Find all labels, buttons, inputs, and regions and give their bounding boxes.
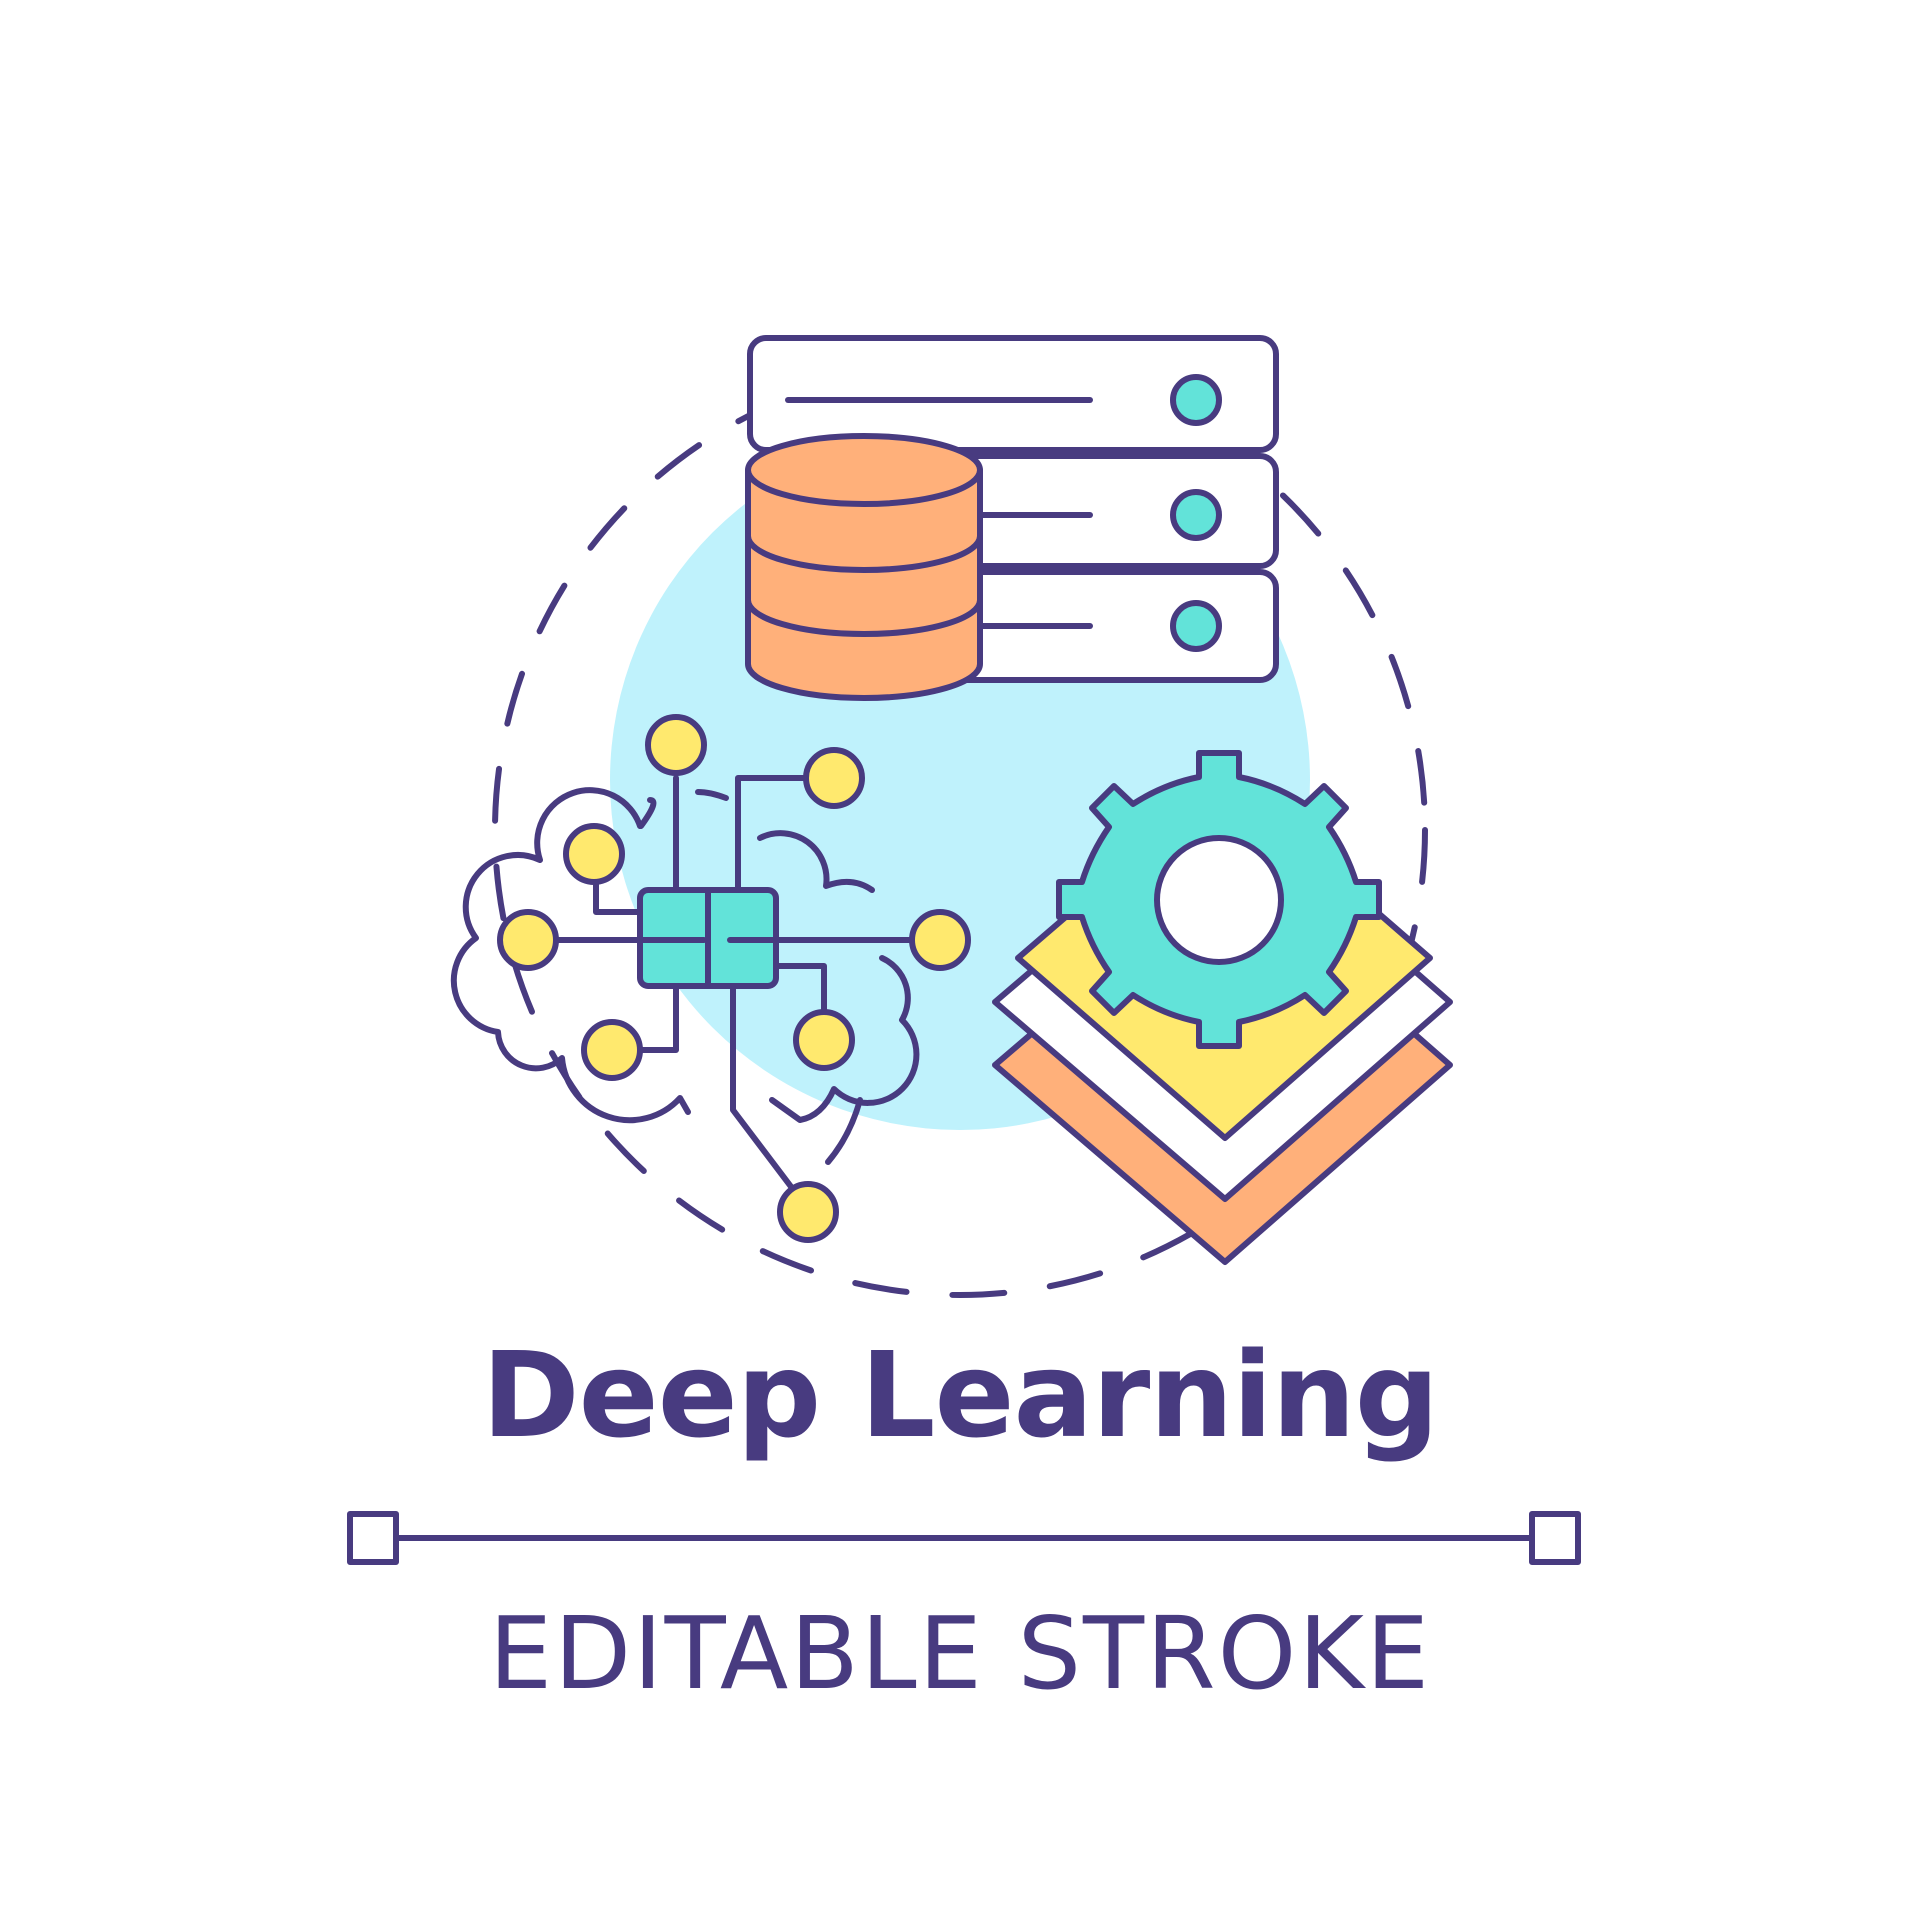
- page-title: Deep Learning: [482, 1326, 1439, 1464]
- database-cylinder-icon: [745, 433, 983, 701]
- divider-left-handle: [347, 1511, 399, 1565]
- divider-right-handle: [1529, 1511, 1581, 1565]
- brain-circuit-icon: [450, 714, 971, 1243]
- gear-icon: [1056, 750, 1382, 1049]
- divider-line: [347, 1511, 1581, 1565]
- caption-label: EDITABLE STROKE: [489, 1595, 1431, 1712]
